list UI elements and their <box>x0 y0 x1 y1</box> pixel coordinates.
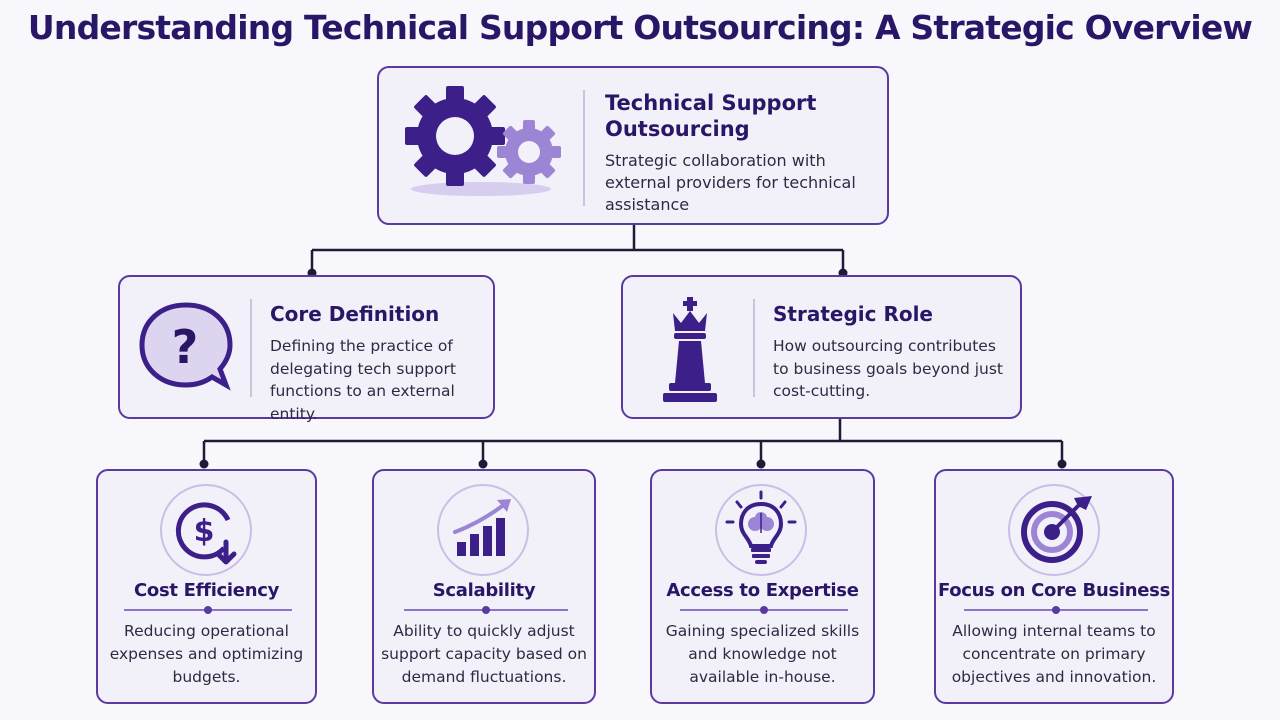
strategic-role-card: Strategic Role How outsourcing contribut… <box>621 275 1022 419</box>
page-title: Understanding Technical Support Outsourc… <box>27 8 1253 47</box>
growth-chart-icon <box>437 484 529 576</box>
separator-dot <box>760 606 768 614</box>
separator-dot <box>1052 606 1060 614</box>
scalability-card: Scalability Ability to quickly adjust su… <box>372 469 596 704</box>
question-bubble-icon: ? <box>138 297 238 401</box>
lightbulb-brain-icon <box>715 484 807 576</box>
main-concept-card: Technical Support Outsourcing Strategic … <box>377 66 889 225</box>
main-concept-description: Strategic collaboration with external pr… <box>605 151 856 214</box>
scalability-title: Scalability <box>432 580 536 601</box>
separator-dot <box>204 606 212 614</box>
access-to-expertise-description: Gaining specialized skills and knowledge… <box>665 622 860 686</box>
strategic-role-title: Strategic Role <box>773 302 933 326</box>
dollar-down-icon: $ <box>160 484 252 576</box>
core-definition-card: ? Core Definition Defining the practice … <box>118 275 495 423</box>
focus-on-core-business-card: Focus on Core Business Allowing internal… <box>934 469 1174 704</box>
core-definition-title: Core Definition <box>270 302 440 326</box>
scalability-description: Ability to quickly adjust support capaci… <box>381 622 587 686</box>
cost-efficiency-title: Cost Efficiency <box>133 580 280 601</box>
target-icon <box>1008 484 1100 576</box>
access-to-expertise-card: Access to Expertise Gaining specialized … <box>650 469 875 704</box>
chess-king-icon <box>641 297 741 411</box>
strategic-role-description: How outsourcing contributes to business … <box>773 337 1004 400</box>
core-definition-description: Defining the practice of delegating tech… <box>270 337 456 423</box>
divider <box>583 90 585 206</box>
focus-on-core-business-title: Focus on Core Business <box>937 580 1171 601</box>
access-to-expertise-title: Access to Expertise <box>666 580 859 601</box>
cost-efficiency-description: Reducing operational expenses and optimi… <box>109 622 304 686</box>
separator-dot <box>482 606 490 614</box>
focus-on-core-business-description: Allowing internal teams to concentrate o… <box>951 622 1157 686</box>
divider <box>250 299 252 397</box>
svg-text:$: $ <box>194 514 215 549</box>
main-concept-title: Technical Support Outsourcing <box>605 91 817 141</box>
gears-icon <box>403 82 573 216</box>
cost-efficiency-card: $ Cost Efficiency Reducing operational e… <box>96 469 317 704</box>
divider <box>753 299 755 397</box>
svg-text:?: ? <box>172 320 199 374</box>
